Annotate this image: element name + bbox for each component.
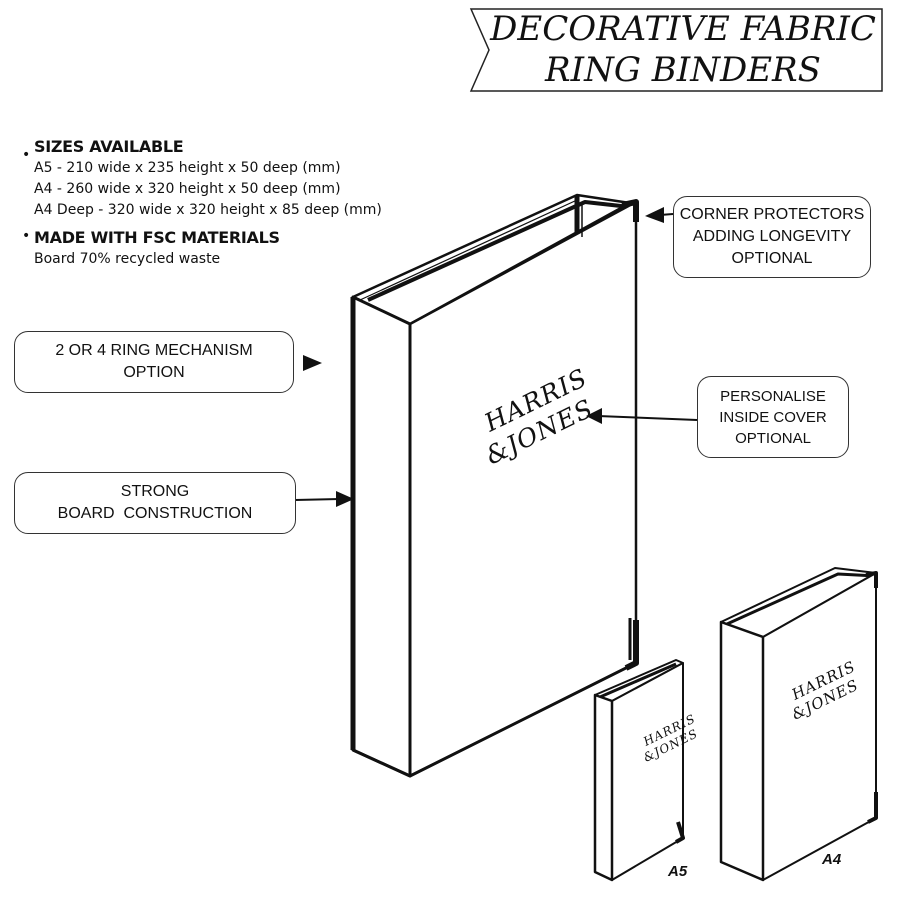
callout-corner-line-3: OPTIONAL (731, 250, 813, 267)
title-line-2: RING BINDERS (544, 50, 821, 90)
arrows (294, 207, 698, 507)
arrow-personalise (586, 408, 698, 424)
arrow-head-icon (336, 491, 354, 507)
specifications: • SIZES AVAILABLE A5 - 210 wide x 235 he… (22, 136, 442, 270)
callout-board-construction: STRONG BOARD CONSTRUCTION (14, 472, 296, 534)
size-label-a5: A5 (667, 863, 688, 880)
callout-personalise-line-3: OPTIONAL (735, 429, 811, 447)
sizes-block: • SIZES AVAILABLE A5 - 210 wide x 235 he… (22, 136, 442, 221)
arrow-ring (303, 355, 322, 371)
callout-personalise-line-1: PERSONALISE (720, 387, 826, 405)
size-line-a4-deep: A4 Deep - 320 wide x 320 height x 85 dee… (34, 202, 382, 218)
title-banner: DECORATIVE FABRIC RING BINDERS (469, 8, 883, 92)
arrow-head-icon (645, 207, 664, 223)
callout-corner-protectors: CORNER PROTECTORS ADDING LONGEVITY OPTIO… (673, 196, 871, 278)
materials-heading: MADE WITH FSC MATERIALS (34, 228, 280, 247)
callout-ring-line-2: OPTION (123, 364, 185, 381)
callout-corner-line-2: ADDING LONGEVITY (692, 228, 852, 245)
banner-shape (469, 8, 883, 92)
callout-corner-line-1: CORNER PROTECTORS (679, 206, 865, 223)
a4-binder (719, 567, 878, 882)
size-label-a4: A4 (821, 851, 842, 868)
main-binder (350, 193, 639, 778)
materials-block: • MADE WITH FSC MATERIALS Board 70% recy… (22, 227, 442, 270)
size-line-a4: A4 - 260 wide x 320 height x 50 deep (mm… (34, 181, 341, 197)
size-line-a5: A5 - 210 wide x 235 height x 50 deep (mm… (34, 160, 341, 176)
arrow-corner (645, 207, 674, 223)
sizes-heading: SIZES AVAILABLE (34, 137, 184, 156)
title-line-1: DECORATIVE FABRIC (489, 9, 876, 49)
a5-binder (593, 659, 685, 882)
callout-ring-line-1: 2 OR 4 RING MECHANISM (55, 342, 253, 359)
callout-personalise-line-2: INSIDE COVER (719, 408, 827, 426)
corner-protector-top (621, 199, 639, 222)
arrow-head-icon (303, 355, 322, 371)
callout-ring-mechanism: 2 OR 4 RING MECHANISM OPTION (14, 331, 294, 393)
materials-line: Board 70% recycled waste (34, 251, 221, 267)
callout-board-line-2: BOARD CONSTRUCTION (57, 505, 253, 522)
bullet-dot-icon: • (22, 228, 31, 244)
bullet-dot-icon: • (22, 147, 31, 163)
arrow-board (294, 491, 354, 507)
arrow-head-icon (586, 408, 602, 424)
callout-personalise: PERSONALISE INSIDE COVER OPTIONAL (697, 376, 849, 458)
binder-spine (351, 295, 412, 778)
callout-board-line-1: STRONG (120, 483, 190, 500)
